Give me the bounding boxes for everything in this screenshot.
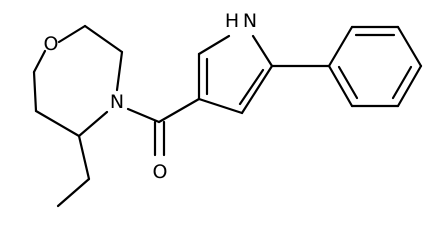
- bond-phenyl-3: [396, 25, 423, 68]
- bond-pyrrole-n-c5: [251, 34, 274, 68]
- bond-ch2-ch2-left: [32, 70, 38, 113]
- chemical-structure: O N H N O: [32, 10, 423, 208]
- pyrrole-nh-label: H N: [225, 10, 257, 32]
- bond-pyrrole-c2-n: [197, 34, 231, 56]
- bond-phenyl-inner-b: [391, 65, 413, 100]
- oxazepane-nitrogen-label: N: [110, 91, 124, 113]
- bond-phenyl-4: [396, 64, 423, 108]
- bond-phenyl-6: [327, 64, 354, 108]
- bond-carbonyl-c-pyrrole: [157, 97, 201, 124]
- bond-o-ch2-top: [57, 24, 87, 44]
- bond-pyrrole-c5-c4-inner: [238, 68, 265, 106]
- bond-phenyl-inner-c: [337, 65, 359, 100]
- bond-ch-ch2-bottom-left: [34, 109, 81, 138]
- bond-n-ch: [77, 110, 109, 138]
- bond-ch-ethyl-ch2: [77, 134, 91, 181]
- oxazepane-oxygen-label: O: [44, 33, 59, 55]
- structure-drawing: O N H N O: [32, 10, 423, 208]
- atom-labels: O N H N O: [44, 10, 258, 183]
- bond-phenyl-1: [327, 25, 354, 68]
- bond-pyrrole-c5-c4: [240, 64, 274, 115]
- bond-pyrrole-c4-c3: [197, 97, 244, 115]
- bonds: [32, 24, 423, 208]
- carbonyl-oxygen-label: O: [153, 161, 168, 183]
- bond-ch2-ch2-top-right: [83, 24, 124, 54]
- bond-ch2-n: [115, 50, 124, 92]
- bond-ethyl-ch2-ch3: [56, 177, 91, 208]
- bond-ch2-o: [32, 49, 47, 74]
- bond-n-carbonyl-c: [126, 107, 161, 124]
